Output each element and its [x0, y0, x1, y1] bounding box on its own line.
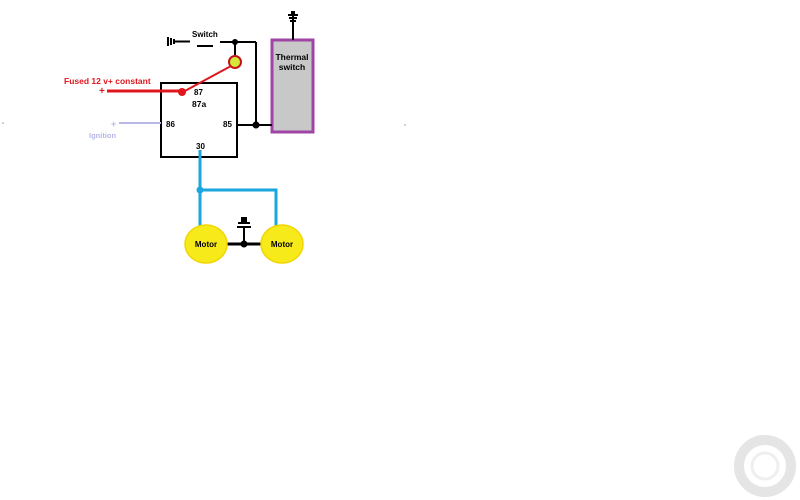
fused-12v-label: Fused 12 v+ constant	[64, 76, 151, 86]
motor-wiring	[196, 150, 278, 229]
thermal-switch-label-line1: Thermal	[275, 52, 308, 62]
motor-ground-junction	[240, 240, 248, 248]
motor-right	[260, 224, 304, 264]
motor-left	[184, 224, 228, 264]
motor-right-label: Motor	[271, 240, 293, 249]
switch-ground-icon	[167, 37, 175, 46]
ignition-plus-sign: +	[111, 119, 116, 129]
thermal-switch: Thermal switch	[270, 11, 315, 134]
stray-dot-left	[2, 122, 4, 124]
switch: Switch	[167, 30, 256, 69]
pin-87a-label: 87a	[192, 99, 206, 109]
switch-contact-icon	[228, 55, 242, 69]
junction-85	[252, 121, 260, 129]
relay: 87 87a 86 85 30	[160, 82, 238, 158]
motor-left-label: Motor	[195, 240, 217, 249]
ignition-label: Ignition	[89, 131, 116, 140]
ignition-wire: + Ignition	[89, 119, 161, 140]
pin-87-label: 87	[194, 88, 203, 97]
switch-label: Switch	[192, 30, 218, 39]
pin-85-label: 85	[223, 120, 232, 129]
blue-junction-dot	[196, 186, 204, 194]
motor-ground-icon	[237, 217, 251, 228]
pin-86-label: 86	[166, 120, 175, 129]
motors: Motor Motor	[184, 217, 304, 264]
thermal-switch-label-line2: switch	[279, 62, 305, 72]
blue-wire-to-right-motor	[200, 188, 278, 229]
red-wire-to-switch-contact	[182, 65, 232, 93]
fused-12v-wire: Fused 12 v+ constant +	[64, 65, 232, 97]
watermark-logo	[734, 435, 796, 497]
pin-30-label: 30	[196, 142, 205, 151]
thermal-ground-icon	[288, 11, 298, 22]
pin-87-junction	[178, 88, 186, 96]
thermal-switch-body	[270, 38, 315, 134]
stray-dot-right	[404, 124, 406, 126]
fused-plus-sign: +	[99, 86, 105, 97]
